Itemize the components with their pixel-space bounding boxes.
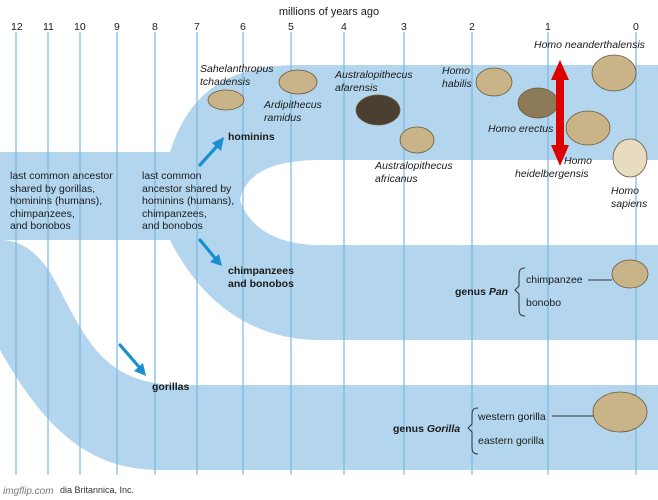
habilis-line: Homo xyxy=(442,65,471,77)
tick-8: 8 xyxy=(152,21,158,33)
lca-all-line: shared by gorillas, xyxy=(10,182,96,195)
tick-9: 9 xyxy=(114,21,120,33)
tick-10: 10 xyxy=(74,21,86,33)
sahelanthropus-skull xyxy=(207,89,245,111)
heidelbergensis-label: Homo heidelbergensis xyxy=(515,155,592,180)
genus-gorilla-label: genus Gorilla xyxy=(393,423,460,436)
time-gridlines xyxy=(15,32,637,475)
tick-1: 1 xyxy=(545,21,551,33)
afarensis-skull xyxy=(355,94,401,126)
gorilla-arrow xyxy=(118,343,142,370)
tick-7: 7 xyxy=(194,21,200,33)
lca-all-line: hominins (humans), xyxy=(10,195,103,207)
afarensis-line: afarensis xyxy=(335,81,378,94)
sapiens-label: Homo sapiens xyxy=(611,185,647,210)
hominin-arrow xyxy=(198,143,220,167)
genus-gorilla-prefix: genus xyxy=(393,423,427,435)
habilis-line: habilis xyxy=(442,77,472,90)
ardipithecus-line: ramidus xyxy=(264,111,302,124)
lca-pan-line: chimpanzees, xyxy=(142,207,207,220)
sahelanthropus-line: tchadensis xyxy=(200,75,251,88)
neanderthal-skull xyxy=(591,54,637,92)
sapiens-skull xyxy=(612,138,648,178)
afarensis-line: Australopithecus xyxy=(335,69,413,81)
gorillas-label: gorillas xyxy=(152,381,190,393)
genus-pan-label: genus Pan xyxy=(455,286,508,299)
africanus-skull xyxy=(399,126,435,154)
tick-0: 0 xyxy=(633,21,639,33)
heidelbergensis-line: Homo xyxy=(564,155,593,167)
tick-12: 12 xyxy=(11,21,23,33)
gorilla-arrowhead xyxy=(134,363,146,376)
lca-pan-line: hominins (humans), xyxy=(142,195,235,207)
sahelanthropus-line: Sahelanthropus xyxy=(200,63,274,75)
red-marker-shaft xyxy=(556,78,564,146)
tick-3: 3 xyxy=(401,21,407,33)
credit-text: dia Britannica, Inc. xyxy=(60,485,135,495)
heidelbergensis-skull xyxy=(565,110,611,146)
chimps-bonobos-line: chimpanzees xyxy=(228,265,294,277)
red-marker-bottom-head xyxy=(551,145,569,166)
gorilla-skull xyxy=(592,391,648,433)
tick-6: 6 xyxy=(240,21,246,33)
erectus-label: Homo erectus xyxy=(488,123,554,135)
hominins-label: hominins xyxy=(228,131,275,143)
lca-pan-line: and bonobos xyxy=(142,220,203,232)
lca-all-line: chimpanzees, xyxy=(10,207,75,220)
chimps-bonobos-line: and bonobos xyxy=(228,277,294,290)
habilis-label: Homo habilis xyxy=(442,65,472,90)
ardipithecus-skull xyxy=(278,69,318,95)
tick-2: 2 xyxy=(469,21,475,33)
genus-pan-name: Pan xyxy=(488,286,509,298)
red-marker-top-head xyxy=(551,60,569,80)
pan-band xyxy=(170,200,658,340)
tick-11: 11 xyxy=(43,21,54,33)
gorilla-bracket xyxy=(467,407,479,455)
red-marker-arrow xyxy=(551,60,569,166)
western-gorilla-label: western gorilla xyxy=(478,411,546,423)
africanus-line: Australopithecus xyxy=(375,160,453,172)
lca-pan-line: ancestor shared by xyxy=(142,182,232,195)
pan-arrow xyxy=(198,238,217,260)
lca-all-line: last common ancestor xyxy=(10,170,113,182)
brackets xyxy=(467,267,612,455)
chimpanzee-skull xyxy=(611,259,649,289)
axis-title: millions of years ago xyxy=(278,6,380,18)
africanus-line: africanus xyxy=(375,172,418,185)
pan-arrowhead xyxy=(210,254,222,266)
africanus-label: Australopithecus africanus xyxy=(375,160,453,185)
skull-images xyxy=(207,54,649,433)
heidelbergensis-line: heidelbergensis xyxy=(515,167,589,180)
lca-all-label: last common ancestor shared by gorillas,… xyxy=(10,170,113,233)
lca-pan-label: last common ancestor shared by hominins … xyxy=(142,170,234,233)
tick-4: 4 xyxy=(341,21,347,33)
erectus-skull xyxy=(517,87,559,119)
hominin-arrowhead xyxy=(212,137,224,151)
ardipithecus-label: Ardipithecus ramidus xyxy=(264,99,322,124)
imgflip-watermark: imgflip.com xyxy=(3,486,54,497)
neanderthalensis-label: Homo neanderthalensis xyxy=(534,39,645,51)
eastern-gorilla-label: eastern gorilla xyxy=(478,435,544,447)
lca-all-line: and bonobos xyxy=(10,220,71,232)
afarensis-label: Australopithecus afarensis xyxy=(335,69,413,94)
genus-pan-prefix: genus xyxy=(455,286,489,298)
chimpanzee-label: chimpanzee xyxy=(526,274,583,286)
branch-arrows xyxy=(118,137,224,376)
sapiens-line: sapiens xyxy=(611,197,648,210)
sapiens-line: Homo xyxy=(611,185,640,197)
bonobo-label: bonobo xyxy=(526,297,562,309)
tick-5: 5 xyxy=(288,21,294,33)
habilis-skull xyxy=(475,67,513,97)
lca-pan-line: last common xyxy=(142,170,202,182)
gorilla-band xyxy=(0,240,658,470)
sahelanthropus-label: Sahelanthropus tchadensis xyxy=(200,63,274,88)
chimps-bonobos-label: chimpanzees and bonobos xyxy=(228,265,294,290)
genus-gorilla-name: Gorilla xyxy=(426,423,461,435)
pan-bracket xyxy=(514,267,526,317)
ardipithecus-line: Ardipithecus xyxy=(264,99,322,111)
